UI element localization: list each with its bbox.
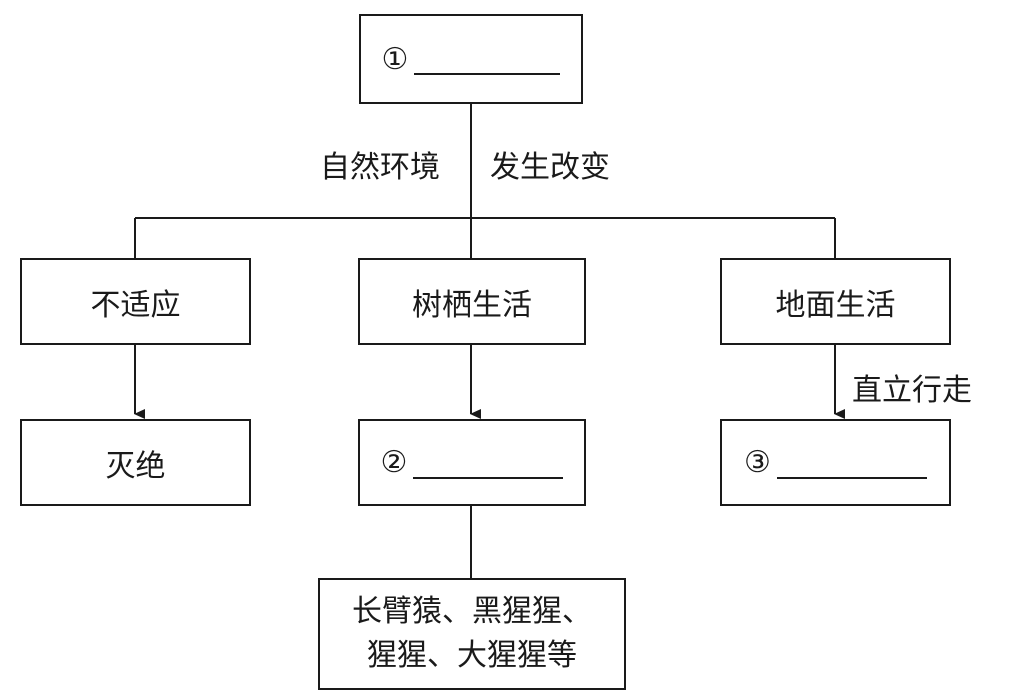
examples-box: 长臂猿、黑猩猩、 猩猩、大猩猩等: [318, 578, 626, 690]
branch-label-left: 不适应: [90, 287, 181, 323]
result-label-left: 灭绝: [105, 448, 166, 484]
examples-line-2: 猩猩、大猩猩等: [367, 638, 577, 673]
right-arrow-label: 直立行走: [852, 373, 972, 408]
result-box-right: ③: [720, 419, 951, 506]
fill-in-blank: [776, 447, 927, 479]
branch-box-left: 不适应: [20, 258, 251, 345]
circled-number-2: ②: [380, 445, 408, 480]
branch-box-middle: 树栖生活: [358, 258, 586, 345]
trunk-label-left: 自然环境: [320, 150, 440, 185]
circled-number-1: ①: [381, 41, 409, 77]
circled-number-3: ③: [744, 445, 771, 480]
top-box-blank: ①: [382, 42, 561, 77]
result-right-blank: ③: [744, 445, 927, 480]
result-box-left: 灭绝: [20, 419, 251, 506]
examples-line-1: 长臂猿、黑猩猩、: [352, 594, 592, 629]
fill-in-blank: [414, 43, 561, 75]
trunk-label-right: 发生改变: [490, 150, 610, 185]
branch-label-right: 地面生活: [775, 287, 896, 323]
top-box: ①: [359, 14, 583, 104]
branch-label-middle: 树栖生活: [412, 287, 532, 323]
fill-in-blank: [413, 447, 564, 479]
branch-box-right: 地面生活: [720, 258, 951, 345]
result-middle-blank: ②: [381, 445, 564, 480]
result-box-middle: ②: [358, 419, 586, 506]
